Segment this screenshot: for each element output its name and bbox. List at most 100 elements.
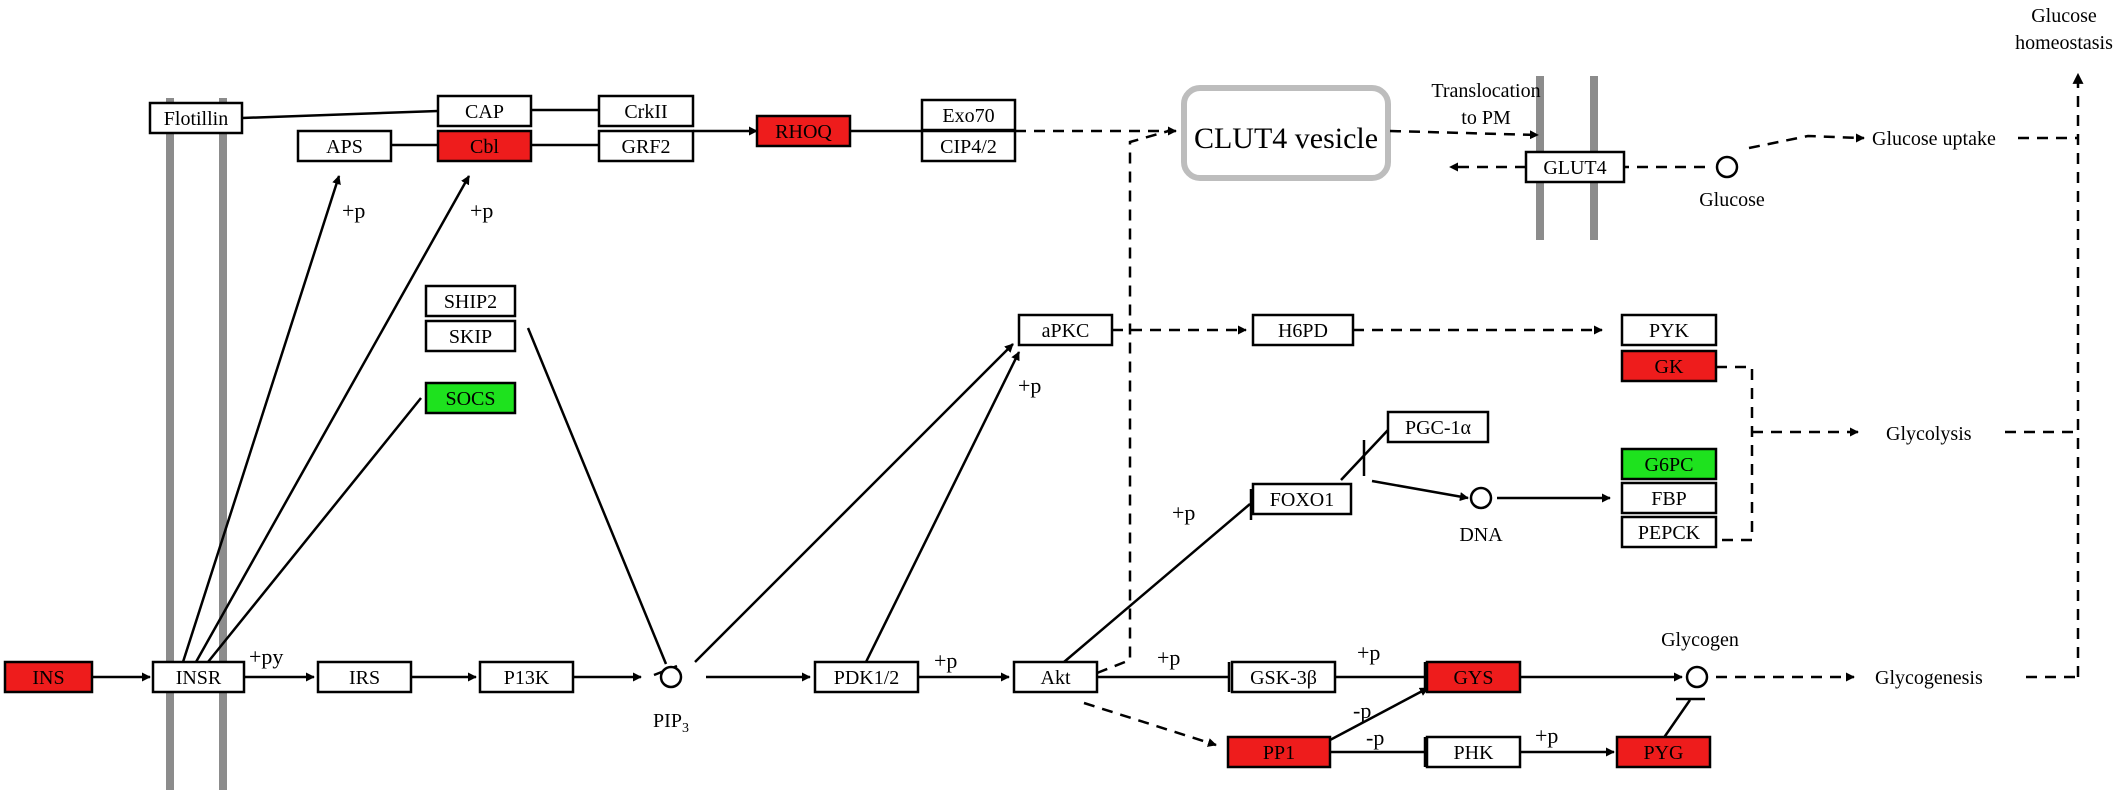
glut4-vesicle: CLUT4 vesicle [1181,85,1391,181]
gene-node-glut4: GLUT4 [1524,150,1626,184]
annotations: Translocation to PM Glucose uptake Glyco… [249,5,2113,750]
label-m-p-pp1-gys: -p [1353,698,1371,723]
label-p-pyg: +p [1535,723,1558,748]
gene-node-gk: GK [1620,349,1718,383]
edge-vesicle-glut4 [1389,129,1539,140]
gene-label-exo70: Exo70 [942,105,994,127]
gene-box-pyg [1615,735,1712,769]
gene-label-socs: SOCS [445,388,495,410]
gene-box-p13k [478,660,575,694]
gene-box-foxo1 [1251,482,1353,516]
gene-node-insr: INSR [151,660,246,694]
gene-box-apkc [1017,313,1114,347]
solid-edges [92,108,1705,767]
gene-label-fbp: FBP [1651,488,1687,510]
gene-label-pyg: PYG [1643,742,1683,764]
gene-box-g6pc [1620,447,1718,481]
label-m-p-pp1-phk: -p [1366,725,1384,750]
gene-box-fbp [1620,481,1718,515]
gene-node-socs: SOCS [424,381,517,415]
gene-label-insr: INSR [176,667,222,689]
label-p-gys: +p [1357,640,1380,665]
label-p-apkc: +p [1018,373,1041,398]
gene-node-pyg: PYG [1615,735,1712,769]
gene-label-h6pd: H6PD [1278,320,1328,342]
gene-label-pp1: PP1 [1263,742,1295,764]
gene-box-aps [296,129,393,163]
gene-node-p13k: P13K [478,660,575,694]
gene-label-rhoq: RHOQ [775,121,832,143]
gene-box-cbl [436,129,533,163]
gene-label-grf2: GRF2 [622,136,671,158]
gene-box-pgc1a [1386,410,1490,444]
gene-box-rhoq [755,114,852,148]
gene-box-pp1 [1226,735,1332,769]
translocation-label-1: Translocation [1431,80,1540,102]
dna-compound [1469,486,1493,510]
gene-box-pyk [1620,313,1718,347]
gene-node-phk: PHK [1425,735,1522,769]
edge-insr-aps [181,175,341,663]
edge-glucose-uptake [1748,134,1861,150]
gene-box-h6pd [1251,313,1355,347]
edge-enzymes-bracket [1716,365,1754,542]
gene-node-grf2: GRF2 [597,129,695,163]
gene-node-crkii: CrkII [597,94,695,128]
gene-label-irs: IRS [349,667,380,689]
gene-node-cip42: CIP4/2 [920,129,1017,163]
gene-node-gys: GYS [1425,660,1522,694]
gene-node-flotillin: Flotillin [148,101,244,135]
gene-label-akt: Akt [1041,667,1071,689]
gene-node-ship2: SHIP2 [424,284,517,318]
compounds: Glucose DNA Glycogen PIP3 [653,155,1765,736]
gene-box-grf2 [597,129,695,163]
outcome-homeostasis-2: homeostasis [2015,32,2113,54]
gene-label-pdk12: PDK1/2 [834,667,900,689]
edge-foxo1-dna [1371,479,1469,502]
gene-node-ins: INS [3,660,94,694]
gene-node-pyk: PYK [1620,313,1718,347]
gene-box-gk [1620,349,1718,383]
gene-node-g6pc: G6PC [1620,447,1718,481]
plasma-membrane [166,98,227,790]
pip3-label: PIP3 [653,710,689,736]
translocation-label-2: to PM [1461,107,1511,129]
gene-label-foxo1: FOXO1 [1270,489,1334,511]
gene-box-pepck [1620,515,1718,549]
gene-label-pepck: PEPCK [1638,522,1701,544]
gene-label-phk: PHK [1453,742,1494,764]
gene-label-flotillin: Flotillin [164,108,228,130]
glucose-label: Glucose [1699,189,1765,211]
gene-box-socs [424,381,517,415]
gene-label-skip: SKIP [449,326,492,348]
gene-box-skip [424,319,517,353]
gene-label-cap: CAP [465,101,504,123]
gene-node-cap: CAP [436,94,533,128]
gene-label-aps: APS [326,136,363,158]
gene-box-crkii [597,94,695,128]
gene-label-crkii: CrkII [624,101,667,123]
gene-label-apkc: aPKC [1042,320,1090,342]
gene-node-rhoq: RHOQ [755,114,852,148]
gene-label-pyk: PYK [1649,320,1690,342]
label-p-gsk3b: +p [1157,645,1180,670]
dashed-edges [1015,72,2084,747]
gene-label-cip42: CIP4/2 [940,136,997,158]
edge-pyg-glycogen [1661,699,1692,740]
gene-label-gys: GYS [1453,667,1493,689]
gene-node-exo70: Exo70 [920,98,1017,132]
gene-node-skip: SKIP [424,319,517,353]
gene-node-gsk3b: GSK-3β [1230,660,1337,694]
outcome-glucose-uptake: Glucose uptake [1872,128,1996,150]
gene-node-irs: IRS [316,660,413,694]
edge-pip3-apkc [694,343,1014,663]
edge-ship2-pip3 [526,327,668,665]
label-p-foxo1: +p [1172,500,1195,525]
gene-label-pgc1a: PGC-1α [1405,417,1472,439]
gene-box-flotillin [148,101,244,135]
gene-node-aps: APS [296,129,393,163]
glycogen-label: Glycogen [1661,629,1739,651]
gene-box-glut4 [1524,150,1626,184]
gene-box-cip42 [920,129,1017,163]
